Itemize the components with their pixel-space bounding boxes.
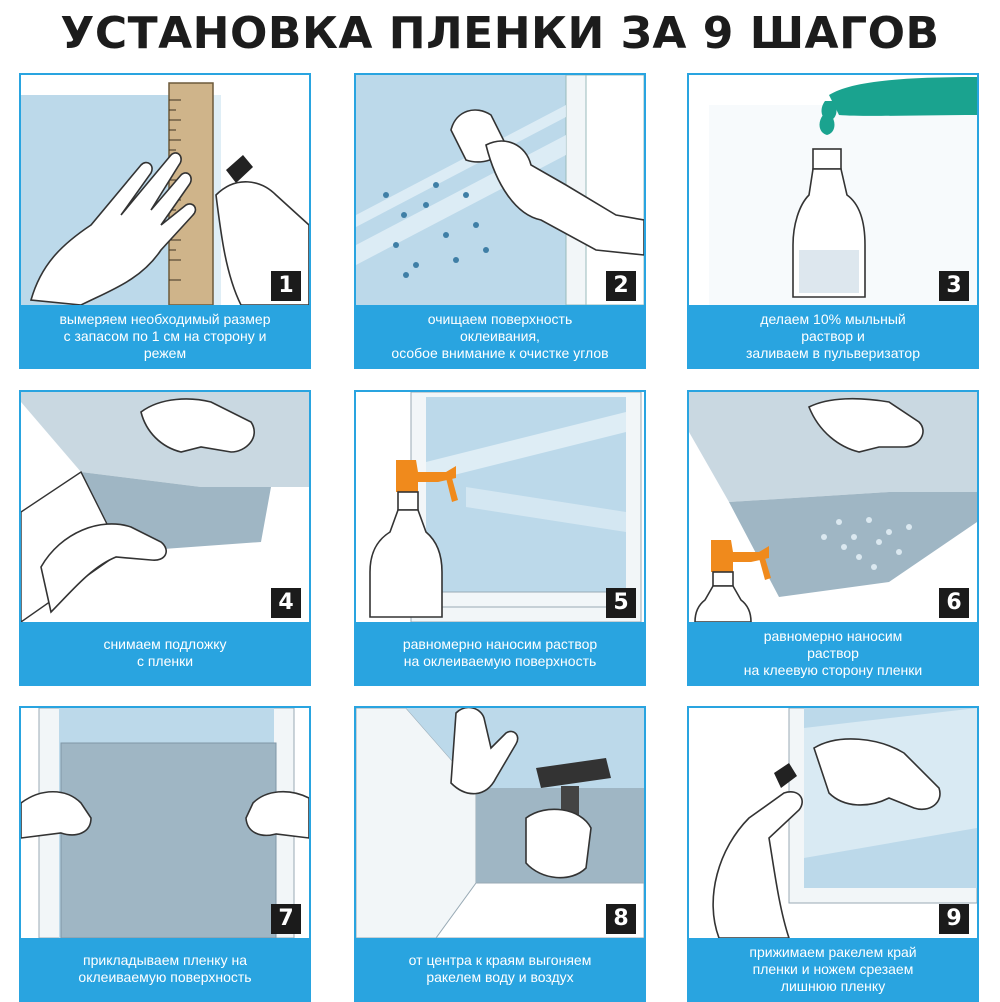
step-caption: прижимаем ракелем край пленки и ножем ср…: [689, 938, 977, 1000]
squeegee-icon: [356, 708, 644, 938]
step-card-8: 8 от центра к краям выгоняем ракелем вод…: [354, 706, 646, 1002]
step-card-6: 6 равномерно наносим раствор на клеевую …: [687, 390, 979, 686]
apply-film-icon: [21, 708, 309, 938]
step-number-badge: 6: [939, 588, 969, 618]
step-caption: очищаем поверхность оклеивания, особое в…: [356, 305, 644, 367]
step-card-4: 4 снимаем подложку с пленки: [19, 390, 311, 686]
spray-glass-icon: [356, 392, 644, 622]
step-card-1: 1 вымеряем необходимый размер с запасом …: [19, 73, 311, 369]
trim-icon: [689, 708, 977, 938]
cleaning-icon: [356, 75, 644, 305]
step-number-badge: 8: [606, 904, 636, 934]
step-number-badge: 3: [939, 271, 969, 301]
step-card-9: 9 прижимаем ракелем край пленки и ножем …: [687, 706, 979, 1002]
step-caption: вымеряем необходимый размер с запасом по…: [21, 305, 309, 367]
step-card-5: 5 равномерно наносим раствор на оклеивае…: [354, 390, 646, 686]
step-caption: прикладываем пленку на оклеиваемую повер…: [21, 938, 309, 1000]
step-number-badge: 7: [271, 904, 301, 934]
step-card-7: 7 прикладываем пленку на оклеиваемую пов…: [19, 706, 311, 1002]
spray-film-icon: [689, 392, 977, 622]
peel-icon: [21, 392, 309, 622]
step-number-badge: 4: [271, 588, 301, 618]
ruler-icon: [21, 75, 309, 305]
step-caption: равномерно наносим раствор на оклеиваему…: [356, 622, 644, 684]
step-number-badge: 2: [606, 271, 636, 301]
step-number-badge: 5: [606, 588, 636, 618]
step-caption: равномерно наносим раствор на клеевую ст…: [689, 622, 977, 684]
step-caption: от центра к краям выгоняем ракелем воду …: [356, 938, 644, 1000]
step-number-badge: 1: [271, 271, 301, 301]
bottle-icon: [689, 75, 977, 305]
step-card-3: 3 делаем 10% мыльный раствор и заливаем …: [687, 73, 979, 369]
step-card-2: 2 очищаем поверхность оклеивания, особое…: [354, 73, 646, 369]
step-number-badge: 9: [939, 904, 969, 934]
step-caption: снимаем подложку с пленки: [21, 622, 309, 684]
page-title: УСТАНОВКА ПЛЕНКИ ЗА 9 ШАГОВ: [60, 8, 940, 59]
step-caption: делаем 10% мыльный раствор и заливаем в …: [689, 305, 977, 367]
